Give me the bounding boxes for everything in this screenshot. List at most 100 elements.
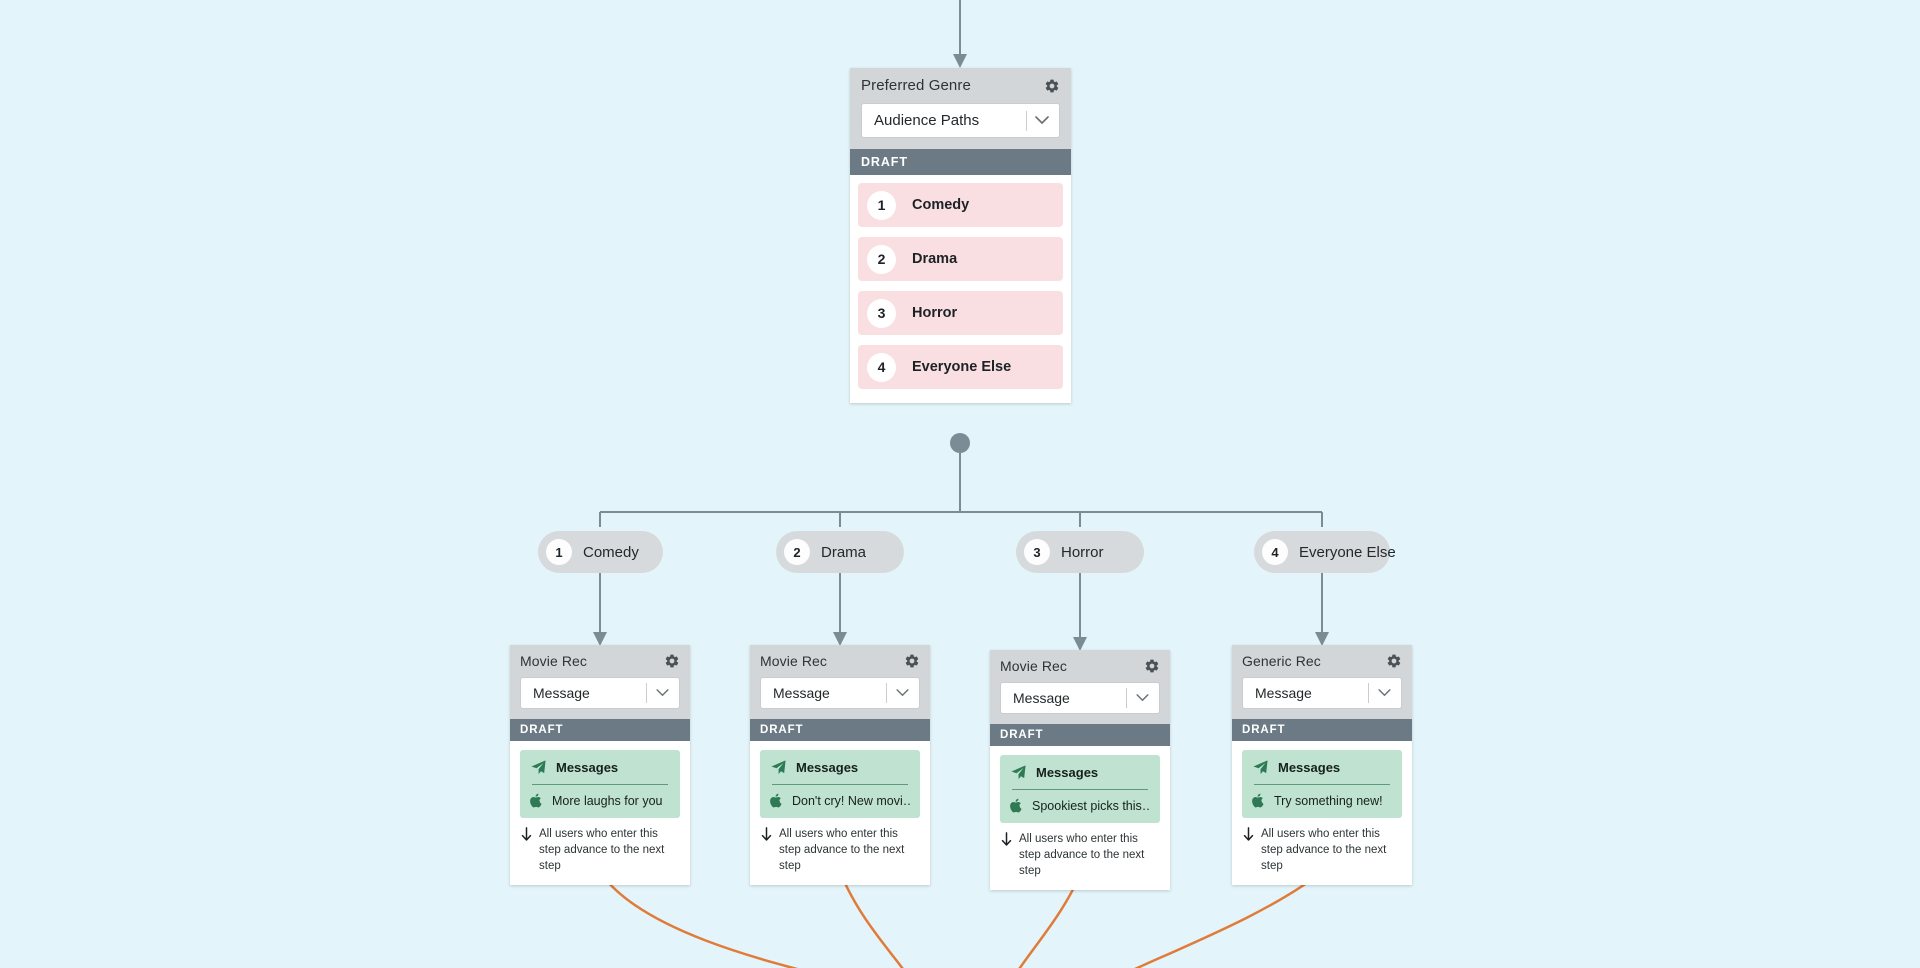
channel-label: Messages xyxy=(1278,760,1341,775)
branch-pill-drama[interactable]: 2 Drama xyxy=(776,531,904,573)
chevron-down-icon[interactable] xyxy=(1369,689,1399,697)
advance-rule: All users who enter this step advance to… xyxy=(1000,832,1160,880)
path-number: 1 xyxy=(867,190,896,220)
message-type-select[interactable]: Message xyxy=(520,677,680,709)
gear-icon[interactable] xyxy=(1044,78,1060,94)
page-title: Preferred Genre xyxy=(861,77,971,94)
status-badge: DRAFT xyxy=(990,724,1170,746)
divider xyxy=(1254,784,1390,785)
chevron-down-icon[interactable] xyxy=(1127,694,1157,702)
message-type-select[interactable]: Message xyxy=(1000,682,1160,714)
branch-node[interactable] xyxy=(950,433,970,453)
exit-connectors xyxy=(598,871,1323,968)
branch-pill-label: Comedy xyxy=(583,543,639,561)
advance-rule-text: All users who enter this step advance to… xyxy=(1261,828,1387,872)
branch-pill-comedy[interactable]: 1 Comedy xyxy=(538,531,663,573)
divider xyxy=(772,784,908,785)
gear-icon[interactable] xyxy=(664,653,680,669)
advance-rule: All users who enter this step advance to… xyxy=(520,827,680,875)
message-card-title: Movie Rec xyxy=(760,653,828,669)
audience-paths-card[interactable]: Preferred Genre Audience Paths DRAFT 1 Co… xyxy=(850,68,1071,403)
paper-plane-icon xyxy=(770,759,787,776)
path-label: Comedy xyxy=(912,197,970,213)
message-card-title: Movie Rec xyxy=(1000,658,1068,674)
path-label: Everyone Else xyxy=(912,359,1012,375)
select-value: Audience Paths xyxy=(874,112,980,129)
branch-pill-number: 2 xyxy=(784,539,810,565)
divider xyxy=(532,784,668,785)
arrow-down-icon xyxy=(760,827,773,842)
branch-pill-number: 3 xyxy=(1024,539,1050,565)
select-divider xyxy=(1126,688,1127,708)
path-number: 4 xyxy=(867,352,896,382)
paper-plane-icon xyxy=(1010,764,1027,781)
exit-dots xyxy=(589,856,1333,884)
chevron-down-icon[interactable] xyxy=(887,689,917,697)
arrow-down-icon xyxy=(1242,827,1255,842)
audience-path-item[interactable]: 4 Everyone Else xyxy=(858,345,1063,389)
branch-pill-label: Drama xyxy=(821,543,867,561)
select-value: Message xyxy=(533,685,590,701)
apple-icon xyxy=(770,793,783,808)
advance-rule-text: All users who enter this step advance to… xyxy=(1019,833,1145,877)
audience-path-item[interactable]: 1 Comedy xyxy=(858,183,1063,227)
branch-pill-horror[interactable]: 3 Horror xyxy=(1016,531,1144,573)
message-text: More laughs for you xyxy=(552,793,663,808)
path-number: 2 xyxy=(867,244,896,274)
message-type-select[interactable]: Message xyxy=(760,677,920,709)
channel-label: Messages xyxy=(796,760,859,775)
gear-icon[interactable] xyxy=(1144,658,1160,674)
message-text: Don't cry! New movi… xyxy=(792,793,910,808)
message-type-select[interactable]: Message xyxy=(1242,677,1402,709)
status-badge: DRAFT xyxy=(510,719,690,741)
select-divider xyxy=(646,683,647,703)
status-badge: DRAFT xyxy=(850,149,1071,175)
audience-paths-select[interactable]: Audience Paths xyxy=(861,103,1060,138)
channel-label: Messages xyxy=(556,760,619,775)
branch-pill-number: 4 xyxy=(1262,539,1288,565)
branch-pill-number: 1 xyxy=(546,539,572,565)
message-text: Spookiest picks this… xyxy=(1032,798,1150,813)
branch-pill-label: Horror xyxy=(1061,543,1104,561)
status-badge: DRAFT xyxy=(1232,719,1412,741)
advance-rule-text: All users who enter this step advance to… xyxy=(539,828,665,872)
apple-icon xyxy=(1252,793,1265,808)
chevron-down-icon[interactable] xyxy=(1027,116,1057,125)
advance-rule: All users who enter this step advance to… xyxy=(760,827,920,875)
select-value: Message xyxy=(773,685,830,701)
channel-label: Messages xyxy=(1036,765,1099,780)
chevron-down-icon[interactable] xyxy=(647,689,677,697)
select-value: Message xyxy=(1255,685,1312,701)
arrow-down-icon xyxy=(520,827,533,842)
path-number: 3 xyxy=(867,298,896,328)
select-divider xyxy=(886,683,887,703)
apple-icon xyxy=(1010,798,1023,813)
gear-icon[interactable] xyxy=(904,653,920,669)
message-card-title: Generic Rec xyxy=(1242,653,1321,669)
message-text: Try something new! xyxy=(1274,793,1383,808)
gear-icon[interactable] xyxy=(1386,653,1402,669)
message-card-title: Movie Rec xyxy=(520,653,588,669)
select-divider xyxy=(1026,110,1027,131)
apple-icon xyxy=(530,793,543,808)
